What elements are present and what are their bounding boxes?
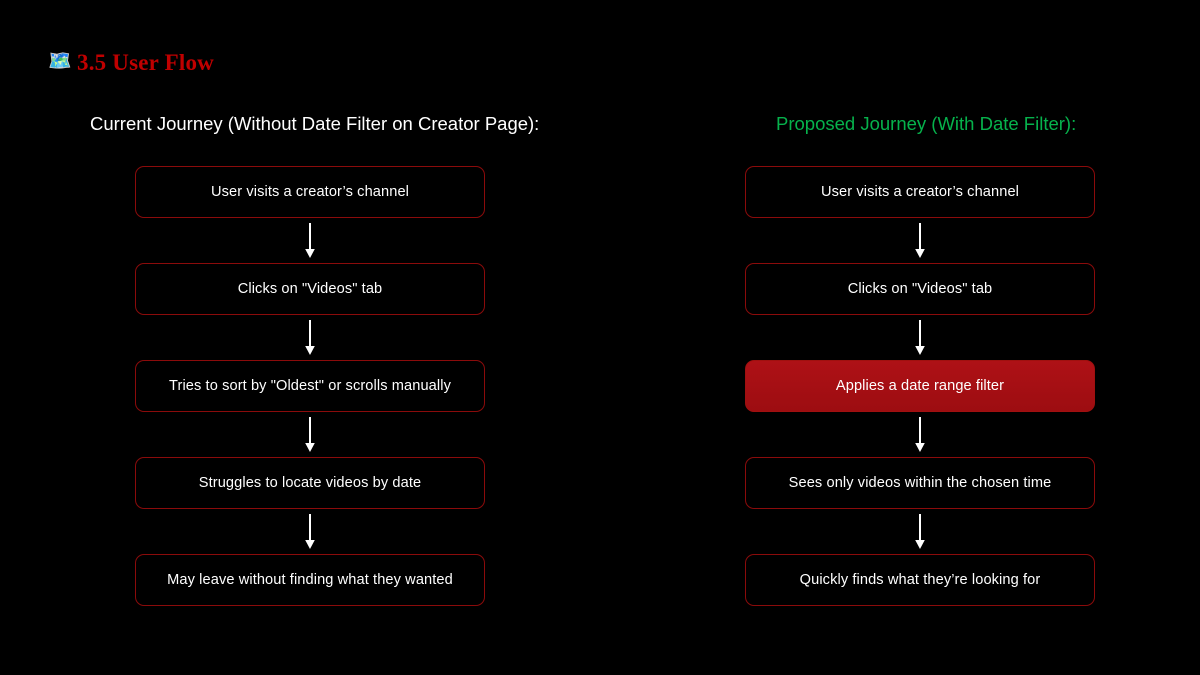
page-title-text: 3.5 User Flow <box>77 50 214 75</box>
flow-node[interactable]: Struggles to locate videos by date <box>135 457 485 510</box>
flow-arrow-down-icon <box>135 509 485 554</box>
flow-node[interactable]: User visits a creator’s channel <box>745 166 1095 219</box>
flow-node[interactable]: Clicks on "Videos" tab <box>745 263 1095 316</box>
page-title: 🗺️ 3.5 User Flow <box>48 50 214 76</box>
flow-arrow-down-icon <box>745 315 1095 360</box>
flowchart-proposed: User visits a creator’s channel Clicks o… <box>745 166 1095 607</box>
flow-node[interactable]: Sees only videos within the chosen time <box>745 457 1095 510</box>
flow-node[interactable]: Tries to sort by "Oldest" or scrolls man… <box>135 360 485 413</box>
flow-node[interactable]: Clicks on "Videos" tab <box>135 263 485 316</box>
flow-arrow-down-icon <box>135 218 485 263</box>
flow-arrow-down-icon <box>745 509 1095 554</box>
world-map-icon: 🗺️ <box>48 51 72 72</box>
flow-node-highlighted[interactable]: Applies a date range filter <box>745 360 1095 413</box>
column-proposed-journey: Proposed Journey (With Date Filter): Use… <box>700 112 1140 607</box>
flow-node[interactable]: User visits a creator’s channel <box>135 166 485 219</box>
flow-node[interactable]: Quickly finds what they’re looking for <box>745 554 1095 607</box>
flow-arrow-down-icon <box>745 412 1095 457</box>
column-current-journey: Current Journey (Without Date Filter on … <box>90 112 540 607</box>
flow-arrow-down-icon <box>135 315 485 360</box>
flow-node[interactable]: May leave without finding what they want… <box>135 554 485 607</box>
column-heading-proposed: Proposed Journey (With Date Filter): <box>776 113 1077 134</box>
flowchart-current: User visits a creator’s channel Clicks o… <box>135 166 485 607</box>
flow-arrow-down-icon <box>135 412 485 457</box>
column-heading-current: Current Journey (Without Date Filter on … <box>90 113 540 134</box>
flow-arrow-down-icon <box>745 218 1095 263</box>
